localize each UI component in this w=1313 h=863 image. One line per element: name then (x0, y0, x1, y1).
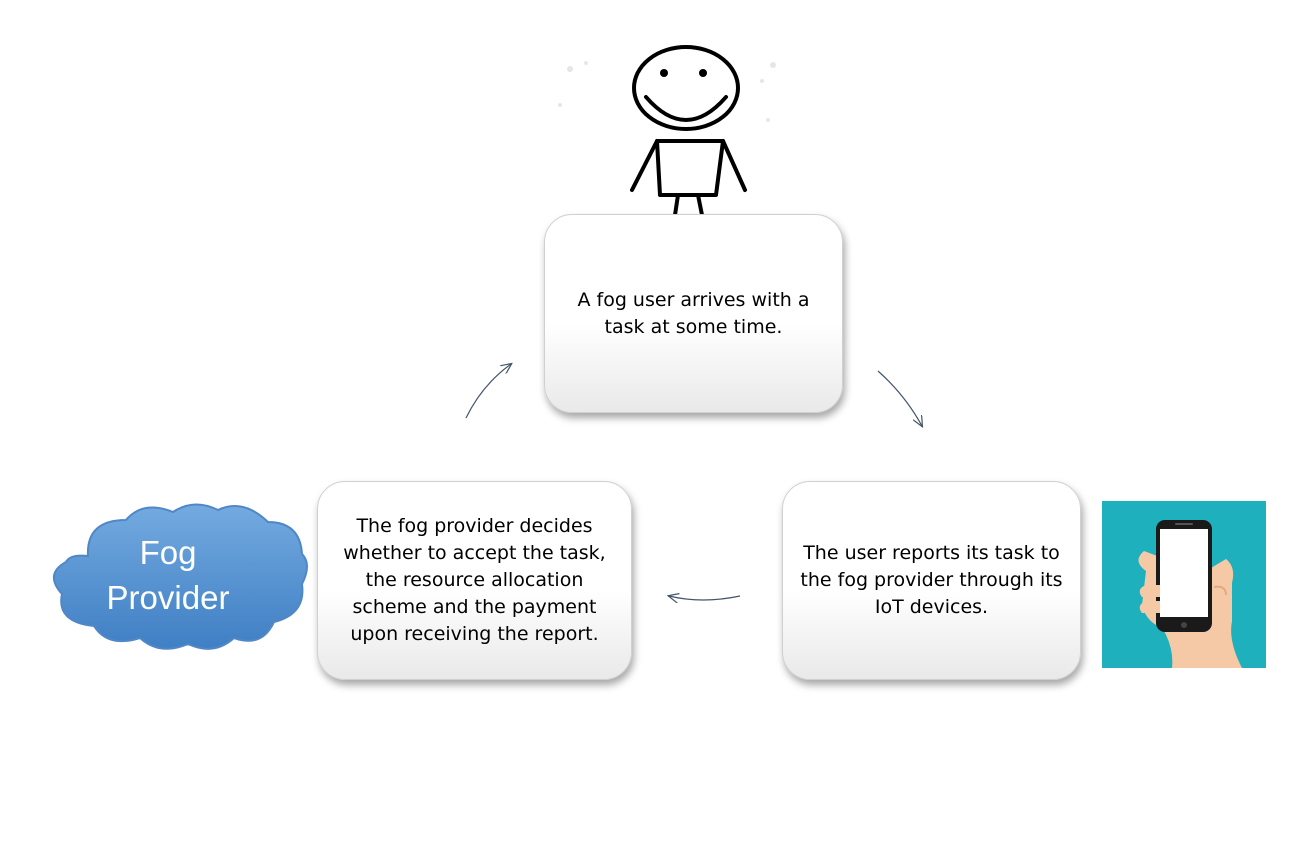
step-user-reports: The user reports its task to the fog pro… (782, 481, 1081, 680)
arrow-report-to-decide (669, 596, 741, 600)
arrow-decide-to-arrive (465, 364, 511, 419)
step-user-reports-text: The user reports its task to the fog pro… (800, 542, 1063, 618)
step-provider-decides: The fog provider decides whether to acce… (317, 481, 632, 680)
step-user-arrives-text: A fog user arrives with a task at some t… (577, 288, 810, 338)
fog-provider-label-line-2: Provider (106, 579, 230, 616)
smartphone-icon (1102, 501, 1266, 668)
cloud-icon (53, 503, 308, 650)
arrow-arrive-to-report (877, 370, 922, 426)
step-provider-decides-text: The fog provider decides whether to acce… (343, 515, 606, 645)
step-user-arrives: A fog user arrives with a task at some t… (544, 214, 843, 413)
fog-provider-label: Fog Provider (48, 530, 288, 620)
fog-provider-label-line-1: Fog (139, 534, 197, 571)
stick-figure-icon (558, 45, 776, 217)
